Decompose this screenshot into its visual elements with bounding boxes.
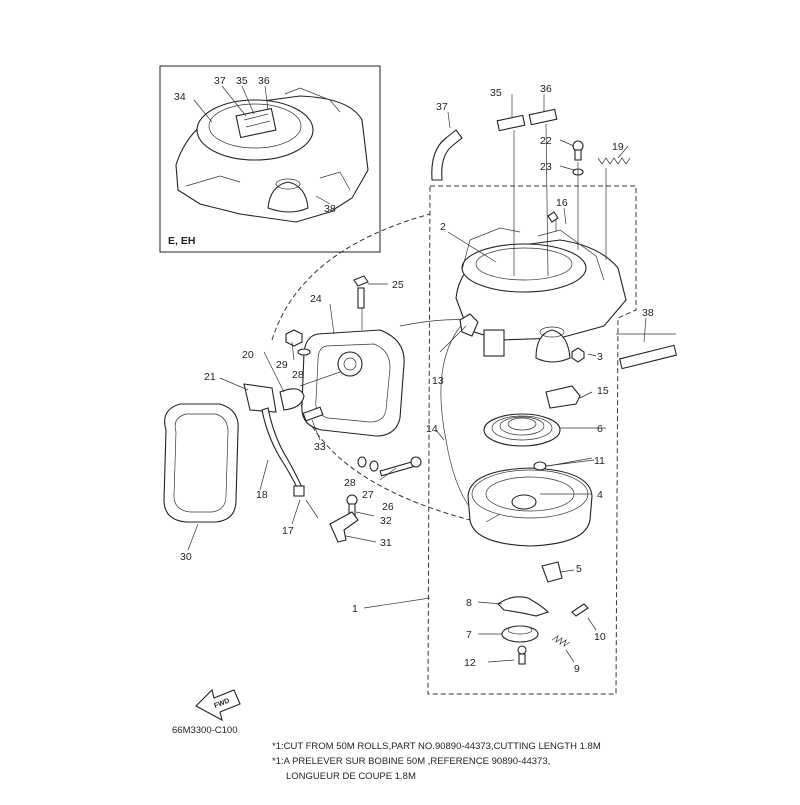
screw-22 — [572, 140, 584, 161]
spring-19 — [597, 157, 631, 165]
callout-36: 36 — [540, 83, 552, 95]
callout-28-upper: 28 — [292, 369, 304, 381]
note-line-3: LONGUEUR DE COUPE 1.8M — [286, 771, 416, 782]
callout-7: 7 — [466, 629, 472, 641]
filter-element-30 — [163, 403, 239, 523]
callout-13: 13 — [432, 375, 444, 387]
inset-starter-housing — [175, 87, 369, 223]
callout-19: 19 — [612, 141, 624, 153]
callout-15: 15 — [597, 385, 609, 397]
bolt-12 — [517, 645, 527, 665]
callout-31: 31 — [380, 537, 392, 549]
inset-callout-34: 34 — [174, 91, 186, 103]
callout-20: 20 — [242, 349, 254, 361]
plate-8 — [497, 596, 550, 617]
phantom-line-upper — [271, 213, 431, 341]
callout-3: 3 — [597, 351, 603, 363]
washer-28-upper — [297, 348, 311, 356]
washer-11 — [533, 461, 547, 471]
callout-24: 24 — [310, 293, 322, 305]
washer-27 — [369, 460, 379, 472]
callout-12: 12 — [464, 657, 476, 669]
callout-6: 6 — [597, 423, 603, 435]
joint-21 — [243, 383, 305, 413]
hose-37 — [431, 129, 463, 181]
callout-38: 38 — [642, 307, 654, 319]
callout-4: 4 — [597, 489, 603, 501]
strip-35 — [496, 114, 526, 132]
callout-29: 29 — [276, 359, 288, 371]
callout-2: 2 — [440, 221, 446, 233]
callout-33: 33 — [314, 441, 326, 453]
ratchet-5 — [541, 561, 563, 583]
callout-9: 9 — [574, 663, 580, 675]
callout-21: 21 — [204, 371, 216, 383]
callout-11: 11 — [594, 455, 605, 467]
inset-leaders — [193, 85, 331, 205]
callout-5: 5 — [576, 563, 582, 575]
callout-18: 18 — [256, 489, 268, 501]
callout-17: 17 — [282, 525, 294, 537]
nut-29 — [285, 329, 303, 347]
diagram-code: 66M3300-C100 — [172, 725, 238, 736]
callout-27: 27 — [362, 489, 374, 501]
inset-callout-36: 36 — [258, 75, 270, 87]
inset-frame — [159, 65, 381, 253]
phantom-line-lower — [295, 389, 471, 521]
callout-10: 10 — [594, 631, 606, 643]
callout-14: 14 — [426, 423, 438, 435]
inset-variant-label: E, EH — [168, 235, 195, 247]
callout-32: 32 — [380, 515, 392, 527]
bracket-31 — [329, 511, 359, 543]
cable-18 — [261, 407, 305, 495]
sheave-drum-4 — [467, 467, 593, 547]
callout-16: 16 — [556, 197, 568, 209]
strip-38 — [618, 344, 678, 370]
inset-panel: 37 35 36 34 38 E, EH — [159, 65, 381, 253]
washer-28-lower — [357, 456, 367, 468]
clip-16 — [547, 211, 559, 223]
starter-rope-14 — [440, 321, 483, 521]
part-15 — [545, 385, 581, 409]
nut-3 — [571, 347, 585, 363]
forward-arrow-icon: FWD — [195, 688, 241, 722]
callout-25: 25 — [392, 279, 404, 291]
callout-1: 1 — [352, 603, 358, 615]
label-33 — [302, 406, 324, 422]
note-line-2: *1:A PRELEVER SUR BOBINE 50M ,REFERENCE … — [272, 756, 550, 767]
callout-26: 26 — [382, 501, 394, 513]
callout-30: 30 — [180, 551, 192, 563]
inset-callout-37: 37 — [214, 75, 226, 87]
note-line-1: *1:CUT FROM 50M ROLLS,PART NO.90890-4437… — [272, 741, 601, 752]
callout-23: 23 — [540, 161, 552, 173]
label-strips — [496, 108, 558, 277]
cable-clip-17 — [293, 485, 319, 519]
clip-10 — [571, 603, 589, 617]
bolt-26 — [379, 456, 422, 477]
inset-callout-35: 35 — [236, 75, 248, 87]
callout-8: 8 — [466, 597, 472, 609]
starter-housing — [455, 218, 627, 363]
callout-28-lower: 28 — [344, 477, 356, 489]
silencer-case-24 — [299, 329, 405, 437]
spring-9 — [551, 635, 571, 647]
inset-callout-38: 38 — [324, 203, 336, 215]
assembly-boundary — [427, 185, 637, 695]
leader-lines — [187, 94, 647, 663]
callout-labels: 1 2 3 4 5 6 7 8 9 10 11 12 13 14 15 16 1… — [180, 83, 654, 675]
callout-35: 35 — [490, 87, 502, 99]
cap-7 — [501, 625, 539, 643]
callout-22: 22 — [540, 135, 552, 147]
bolt-25 — [353, 275, 369, 330]
strip-36 — [528, 108, 558, 126]
callout-37: 37 — [436, 101, 448, 113]
spiral-spring-6 — [483, 413, 561, 447]
